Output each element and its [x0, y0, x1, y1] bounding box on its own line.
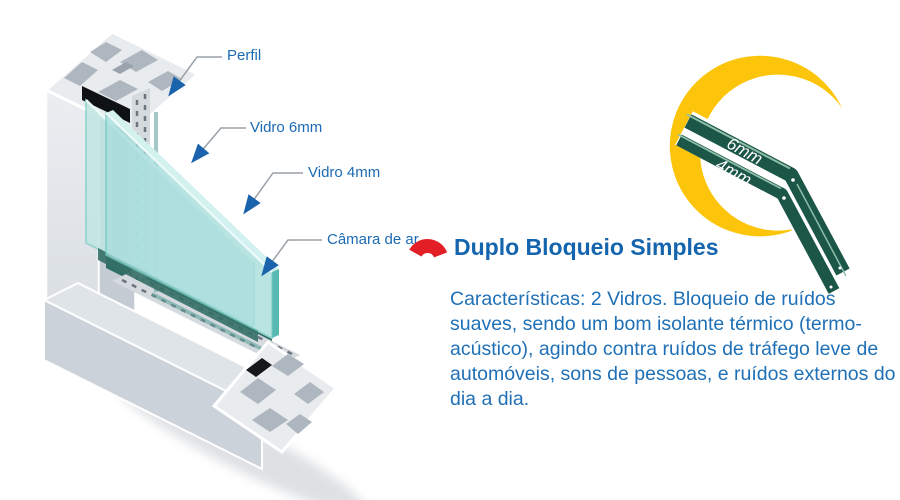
label-vidro-6mm: Vidro 6mm — [250, 119, 323, 136]
glass-pane-4mm — [105, 110, 279, 340]
leader-camara — [261, 239, 322, 277]
description-text: Características: 2 Vidros. Bloqueio de r… — [450, 288, 896, 410]
page-title: Duplo Bloqueio Simples — [454, 234, 719, 260]
leader-lines — [168, 56, 322, 277]
window-cutaway-illustration — [41, 30, 366, 500]
label-perfil: Perfil — [227, 47, 262, 64]
leader-perfil — [168, 56, 222, 97]
red-fan-icon — [409, 239, 448, 258]
inner-gasket-line-bottom — [151, 292, 281, 360]
frame-end-cross-section — [211, 340, 339, 454]
label-vidro-4mm: Vidro 4mm — [308, 164, 381, 181]
label-camara-de-ar: Câmara de ar — [327, 231, 419, 248]
glass-detail-graphic: 6mm 4mm — [669, 55, 857, 294]
frame-top-cross-section — [43, 30, 201, 134]
leader-vidro6 — [191, 127, 246, 164]
bend-dot — [829, 285, 833, 289]
leader-vidro4 — [243, 172, 303, 215]
yellow-crescent — [669, 55, 842, 237]
glass-bar-4mm — [676, 133, 840, 294]
bend-dot — [782, 196, 786, 200]
bend-dot — [838, 266, 842, 270]
bend-dot — [791, 178, 795, 182]
glazing-slot-top — [82, 86, 130, 123]
frame-bottom-member — [41, 281, 299, 471]
glass-bar-6mm — [684, 113, 850, 277]
